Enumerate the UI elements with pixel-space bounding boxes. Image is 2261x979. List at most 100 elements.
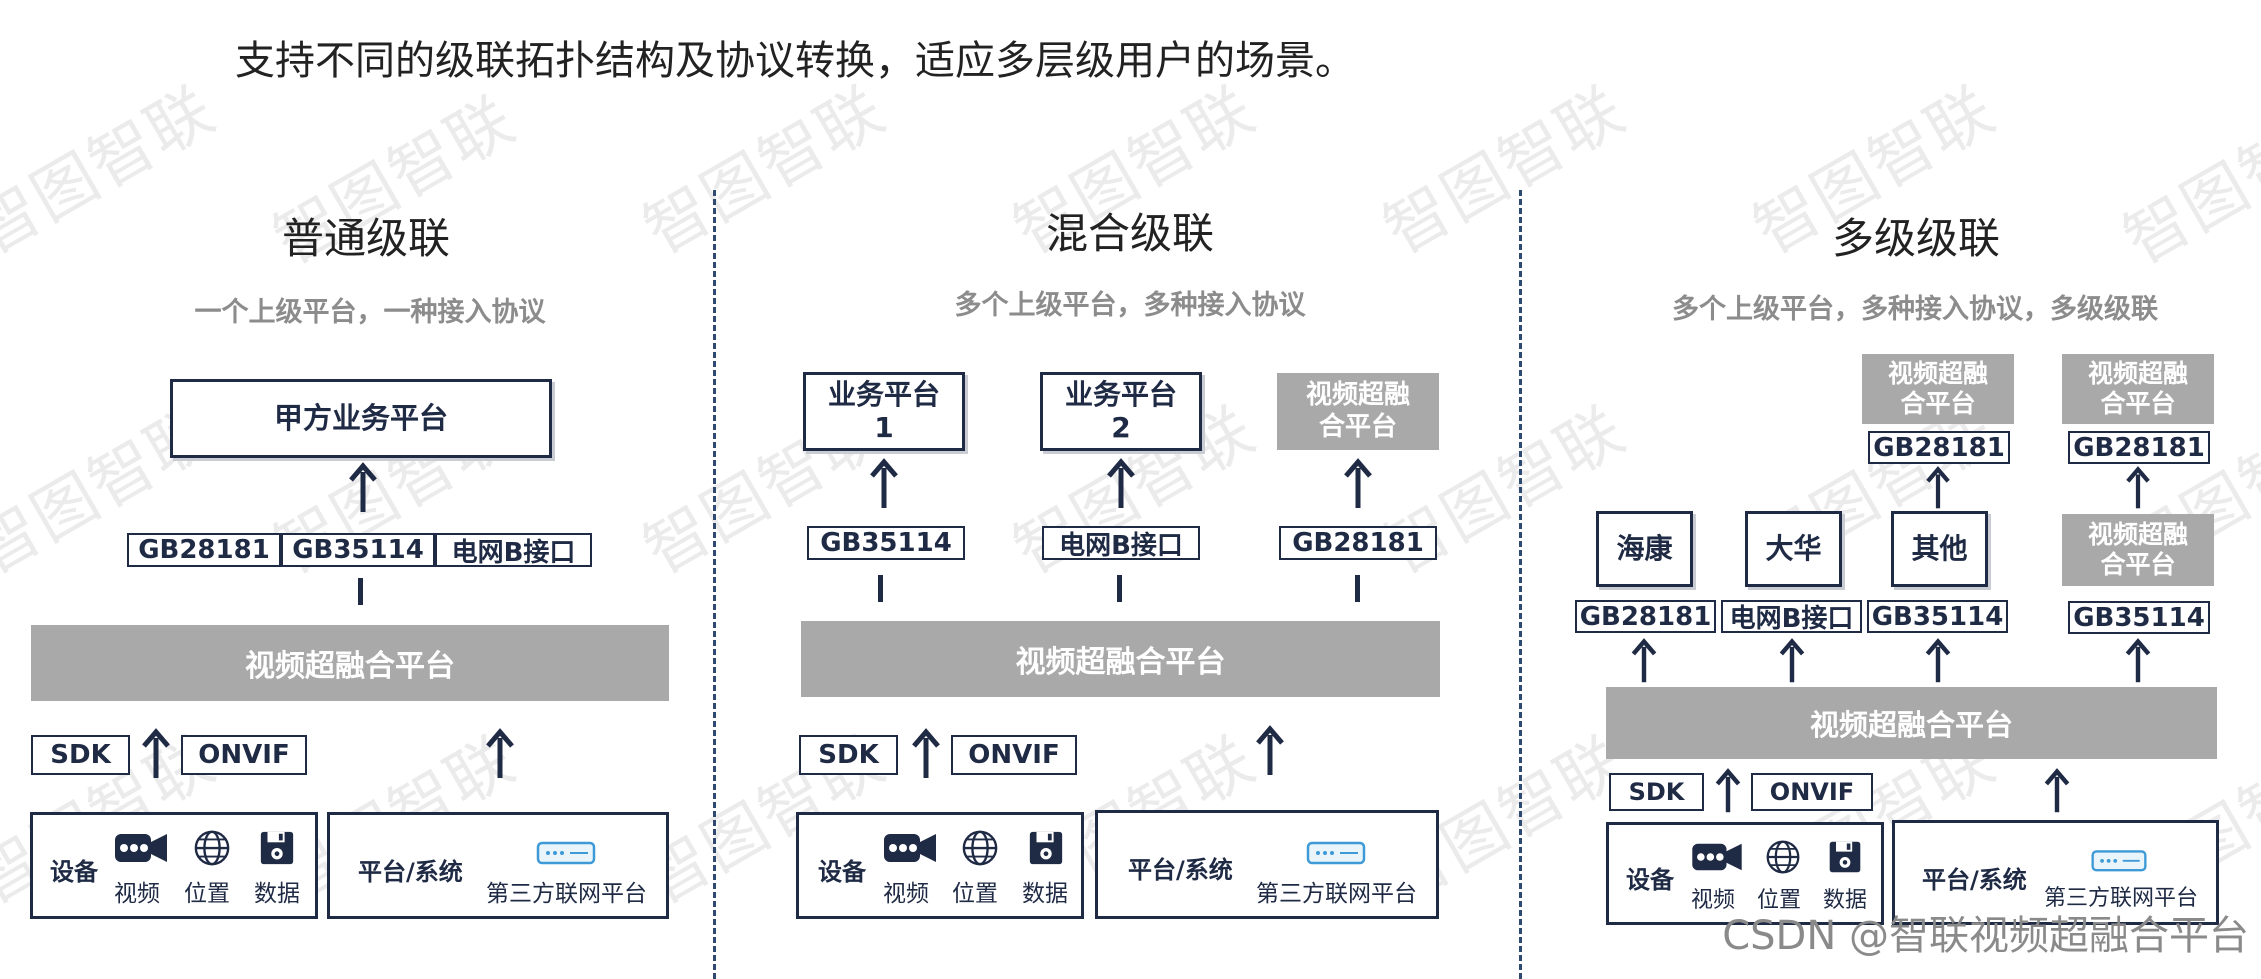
video-platform-bar: 视频超融合平台 bbox=[1606, 687, 2217, 759]
vendor-box-other: 其他 bbox=[1891, 511, 1988, 587]
section-divider bbox=[713, 190, 716, 979]
icon-label: 数据 bbox=[1823, 888, 1868, 913]
arrow-up-icon bbox=[1629, 638, 1659, 684]
watermark: 智图智联 bbox=[1372, 73, 1638, 270]
floppy-disk-icon bbox=[1827, 839, 1863, 875]
video-platform-bar: 视频超融合平台 bbox=[801, 621, 1440, 697]
video-platform-bar: 视频超融合平台 bbox=[31, 625, 669, 701]
protocol-label: 电网B接口 bbox=[435, 533, 592, 568]
device-label: 设备 bbox=[818, 858, 866, 886]
protocol-label: GB35114 bbox=[281, 533, 435, 567]
icon-label: 视频 bbox=[114, 881, 160, 907]
panel-title: 混合级联 bbox=[1045, 209, 1214, 258]
device-label: 设备 bbox=[50, 858, 98, 886]
protocol-label: GB28181 bbox=[2068, 431, 2210, 464]
floppy-disk-icon bbox=[258, 829, 296, 867]
third-party-label: 第三方联网平台 bbox=[1256, 881, 1417, 907]
protocol-label: 电网B接口 bbox=[1042, 526, 1200, 561]
icon-label: 位置 bbox=[1757, 888, 1802, 913]
device-box bbox=[796, 812, 1084, 919]
router-icon bbox=[1306, 833, 1366, 867]
top-video-platform-box: 视频超融 合平台 bbox=[1862, 354, 2014, 424]
onvif-label: ONVIF bbox=[1751, 773, 1873, 811]
page-headline: 支持不同的级联拓扑结构及协议转换，适应多层级用户的场景。 bbox=[235, 38, 1355, 84]
watermark: 智图智联 bbox=[0, 73, 228, 270]
connector-line bbox=[358, 578, 363, 605]
arrow-up-icon bbox=[1343, 458, 1373, 510]
panel-title: 多级级联 bbox=[1831, 214, 2000, 263]
arrow-up-icon bbox=[2123, 466, 2153, 510]
device-box bbox=[30, 812, 318, 919]
sdk-label: SDK bbox=[1609, 773, 1704, 811]
icon-label: 位置 bbox=[952, 881, 998, 907]
system-box bbox=[1892, 820, 2219, 925]
icon-label: 数据 bbox=[254, 881, 300, 907]
arrow-up-icon bbox=[869, 458, 899, 510]
icon-label: 视频 bbox=[883, 881, 929, 907]
icon-label: 数据 bbox=[1022, 881, 1068, 907]
system-label: 平台/系统 bbox=[1922, 866, 2027, 894]
router-icon bbox=[2090, 842, 2148, 874]
system-label: 平台/系统 bbox=[358, 858, 463, 886]
protocol-label: GB28181 bbox=[127, 533, 281, 567]
panel-subtitle: 多个上级平台，多种接入协议 bbox=[954, 290, 1306, 321]
upper-platform-box: 业务平台 2 bbox=[1040, 372, 1202, 451]
globe-icon bbox=[1765, 839, 1801, 875]
section-divider bbox=[1519, 190, 1522, 979]
arrow-up-icon bbox=[141, 728, 171, 780]
router-icon bbox=[536, 833, 596, 867]
connector-line bbox=[1355, 575, 1360, 602]
arrow-up-icon bbox=[348, 462, 378, 514]
watermark: 智图智联 bbox=[2112, 83, 2261, 280]
source-credit: CSDN @智联视频超融合平台 bbox=[1722, 913, 2249, 959]
protocol-label: GB35114 bbox=[1867, 600, 2008, 633]
protocol-label: GB35114 bbox=[2068, 601, 2210, 634]
vendor-box-hikvision: 海康 bbox=[1596, 511, 1693, 587]
panel-subtitle: 一个上级平台，一种接入协议 bbox=[194, 297, 546, 328]
device-box bbox=[1606, 822, 1884, 925]
arrow-up-icon bbox=[485, 728, 515, 780]
video-camera-icon bbox=[882, 828, 938, 868]
system-box bbox=[1095, 810, 1439, 919]
system-box bbox=[327, 812, 669, 919]
mid-video-platform-box: 视频超融 合平台 bbox=[2062, 514, 2214, 586]
sdk-label: SDK bbox=[31, 735, 130, 775]
top-video-platform-box: 视频超融 合平台 bbox=[2062, 354, 2214, 424]
device-label: 设备 bbox=[1626, 866, 1674, 894]
icon-label: 位置 bbox=[184, 881, 230, 907]
icon-label: 视频 bbox=[1691, 888, 1736, 913]
onvif-label: ONVIF bbox=[181, 735, 307, 775]
upper-video-platform-box: 视频超融 合平台 bbox=[1277, 373, 1439, 450]
arrow-up-icon bbox=[1923, 638, 1953, 684]
protocol-label: 电网B接口 bbox=[1721, 600, 1862, 634]
connector-line bbox=[1117, 575, 1122, 602]
arrow-up-icon bbox=[2123, 638, 2153, 684]
arrow-up-icon bbox=[911, 728, 941, 780]
arrow-up-icon bbox=[1777, 638, 1807, 684]
arrow-up-icon bbox=[1714, 768, 1742, 814]
video-camera-icon bbox=[113, 828, 169, 868]
upper-platform-box: 业务平台 1 bbox=[803, 372, 965, 451]
onvif-label: ONVIF bbox=[951, 735, 1077, 775]
panel-subtitle: 多个上级平台，多种接入协议，多级级联 bbox=[1672, 294, 2158, 325]
protocol-label: GB28181 bbox=[1868, 431, 2010, 464]
sdk-label: SDK bbox=[799, 735, 898, 775]
third-party-label: 第三方联网平台 bbox=[2044, 886, 2199, 911]
panel-title: 普通级联 bbox=[281, 214, 450, 263]
connector-line bbox=[878, 575, 883, 602]
protocol-label: GB35114 bbox=[807, 526, 965, 560]
arrow-up-icon bbox=[1106, 458, 1136, 510]
system-label: 平台/系统 bbox=[1128, 856, 1233, 884]
protocol-label: GB28181 bbox=[1575, 600, 1716, 633]
globe-icon bbox=[961, 829, 999, 867]
watermark: 智图智联 bbox=[632, 73, 898, 270]
floppy-disk-icon bbox=[1027, 829, 1065, 867]
arrow-up-icon bbox=[1923, 466, 1953, 510]
globe-icon bbox=[193, 829, 231, 867]
third-party-label: 第三方联网平台 bbox=[486, 881, 647, 907]
protocol-label: GB28181 bbox=[1279, 526, 1437, 560]
vendor-box-dahua: 大华 bbox=[1745, 511, 1842, 587]
arrow-up-icon bbox=[1255, 725, 1285, 777]
upper-platform-box: 甲方业务平台 bbox=[170, 379, 552, 458]
arrow-up-icon bbox=[2043, 768, 2071, 814]
